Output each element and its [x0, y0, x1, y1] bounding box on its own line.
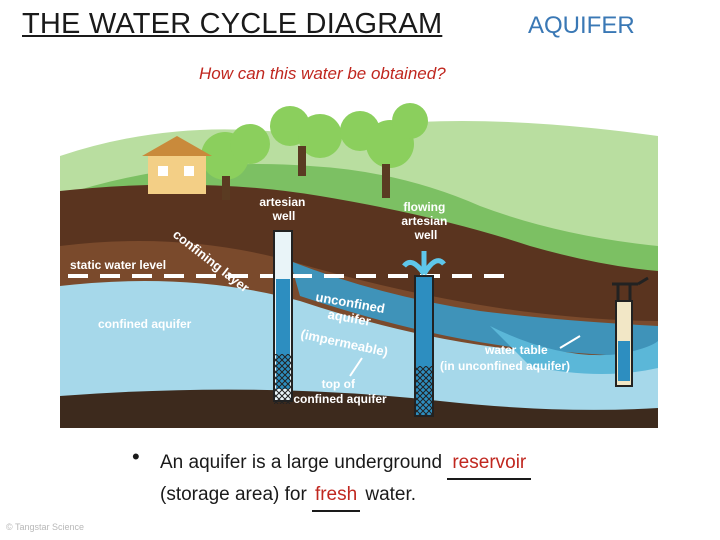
- aquifer-diagram: artesian well flowing artesian well conf…: [60, 103, 658, 428]
- bullet-icon: •: [132, 444, 140, 469]
- label-water-table: water table (in unconfined aquifer): [440, 343, 570, 373]
- unconfined-aquifer-zone: [290, 261, 658, 358]
- statement-part-2: (storage area) for: [160, 484, 307, 505]
- water-table-arrow: [559, 335, 581, 349]
- house: [142, 136, 212, 194]
- bedrock-layer: [60, 389, 658, 428]
- answer-blank-1: reservoir: [447, 448, 532, 480]
- topic-heading: AQUIFER: [528, 12, 635, 39]
- trees: [201, 103, 428, 180]
- page-title: THE WATER CYCLE DIAGRAM: [22, 8, 443, 40]
- tree-trunks: [222, 146, 390, 200]
- answer-fresh: fresh: [314, 484, 358, 505]
- answer-blank-2: fresh: [312, 480, 361, 512]
- artesian-well: [273, 230, 293, 404]
- flowing-artesian-well: [402, 251, 446, 417]
- hand-pump-well: [612, 276, 649, 387]
- label-confined-aquifer: confined aquifer: [98, 317, 192, 331]
- top-of-aquifer-arrow: [349, 357, 363, 377]
- label-artesian-well: artesian well: [259, 195, 308, 223]
- statement-part-1: An aquifer is a large underground: [160, 452, 443, 473]
- label-flowing-artesian-well: flowing artesian well: [401, 200, 450, 242]
- copyright-credit: © Tangstar Science: [6, 522, 85, 532]
- label-static-water-level: static water level: [70, 258, 166, 272]
- statement-part-3: water.: [365, 484, 417, 505]
- fill-in-statement: An aquifer is a large underground reserv…: [160, 448, 532, 512]
- label-top-of-confined-aquifer: top of confined aquifer: [293, 377, 387, 406]
- answer-reservoir: reservoir: [452, 452, 527, 473]
- guiding-question: How can this water be obtained?: [199, 64, 446, 83]
